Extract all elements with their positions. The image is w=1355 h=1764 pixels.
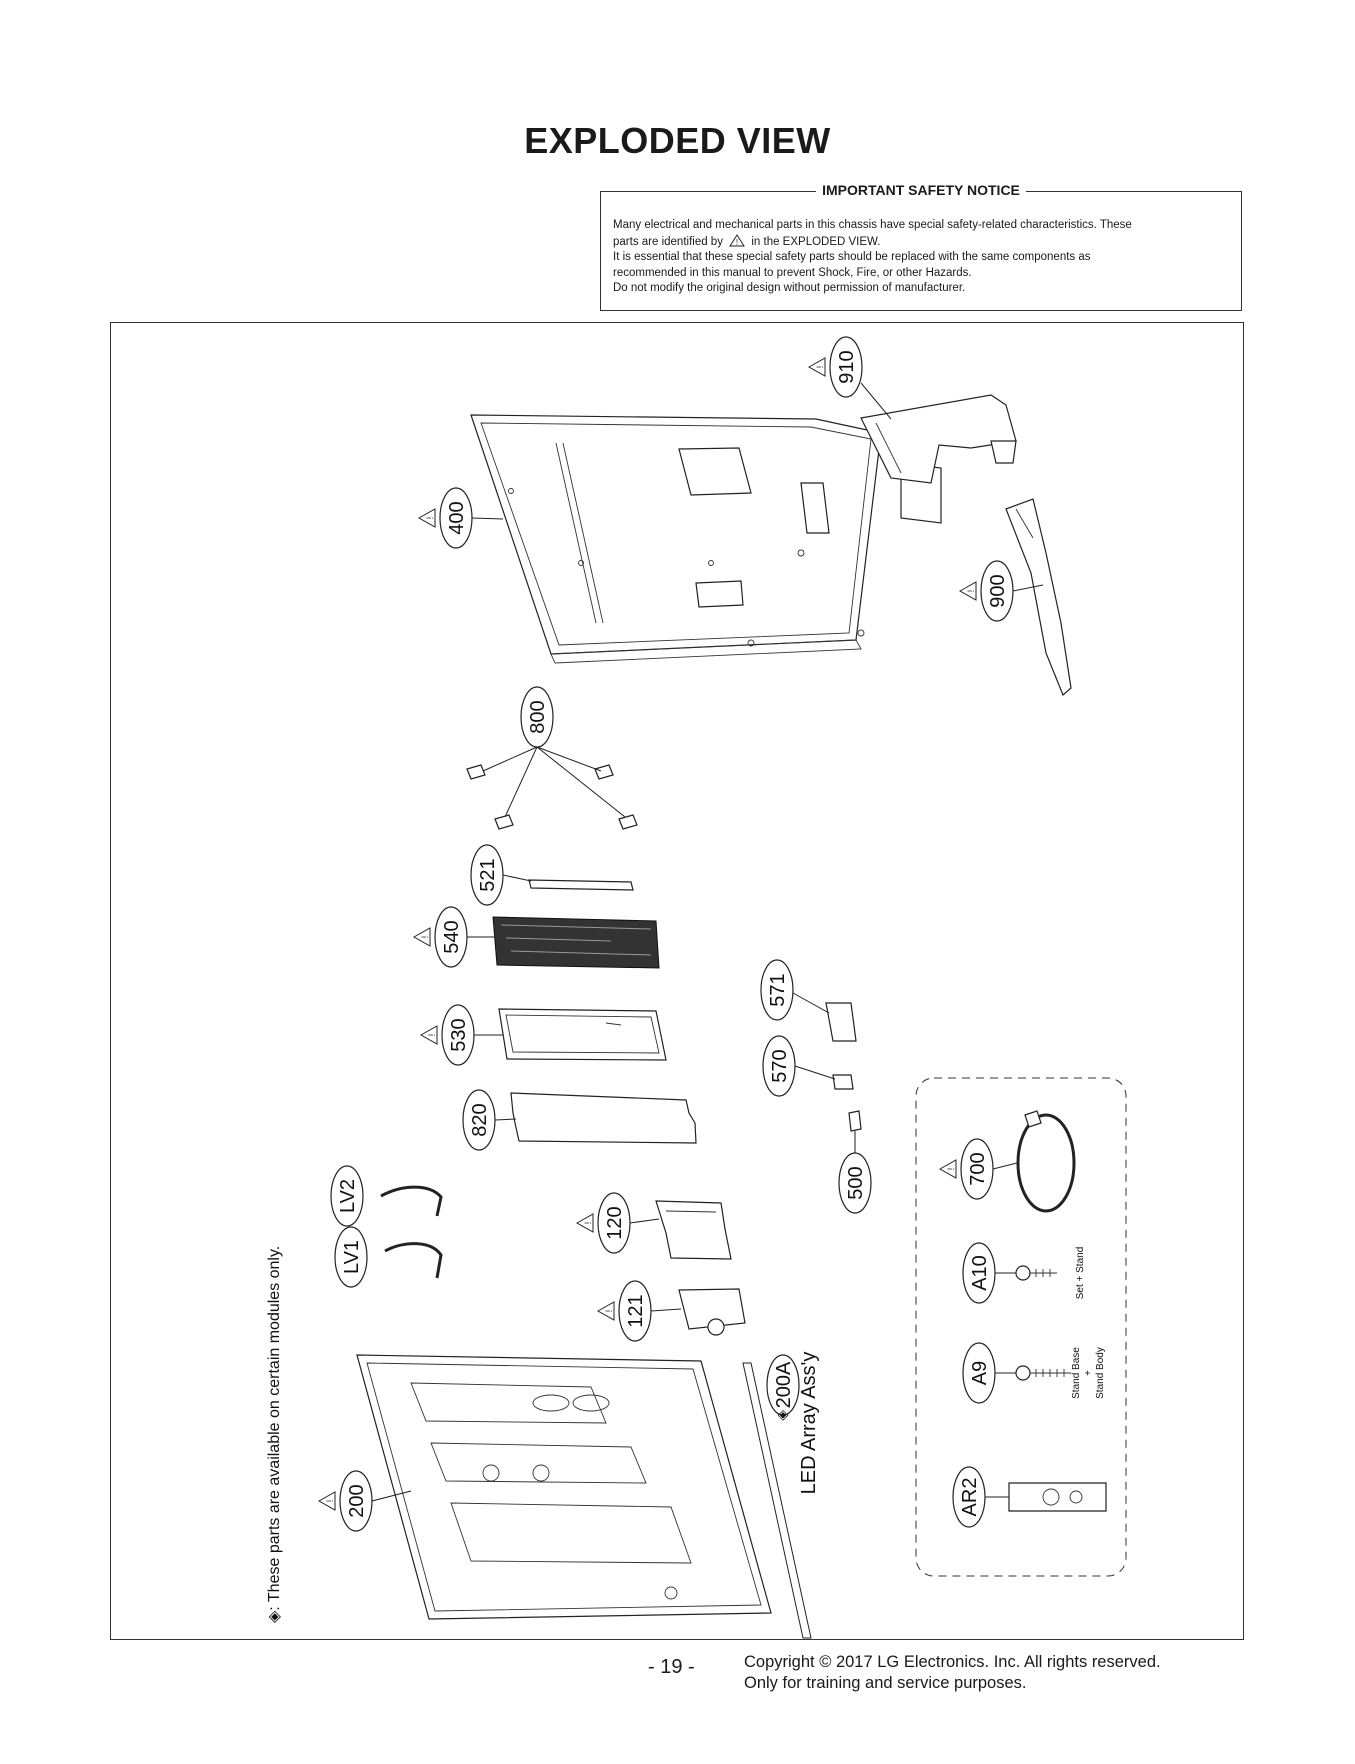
notice-line: Many electrical and mechanical parts in …: [613, 219, 1132, 231]
label-700: 700: [967, 1152, 989, 1185]
copyright-block: Copyright © 2017 LG Electronics. Inc. Al…: [744, 1652, 1161, 1694]
label-571: 571: [767, 973, 789, 1006]
label-lv2: LV2: [337, 1179, 359, 1213]
label-400: 400: [446, 501, 468, 534]
label-200: 200: [346, 1484, 368, 1517]
label-a9: A9: [969, 1361, 991, 1385]
led-array-label: LED Array Ass'y: [798, 1352, 820, 1495]
stand-body-drawing: [1005, 498, 1072, 697]
warning-triangle-icon: [959, 581, 977, 601]
label-910: 910: [836, 350, 858, 383]
label-540: 540: [441, 920, 463, 953]
exploded-view-diagram: ! ◈: These parts are available on certai…: [110, 322, 1244, 1640]
cable-lv1-drawing: [384, 1242, 443, 1279]
notice-line: It is essential that these special safet…: [613, 251, 1091, 263]
main-board-drawing: [492, 916, 660, 969]
speaker-120-drawing: [655, 1200, 732, 1260]
label-570: 570: [769, 1049, 791, 1082]
stand-neck-drawing: [860, 394, 1017, 484]
warning-triangle-icon: [420, 1025, 438, 1045]
label-800: 800: [527, 700, 549, 733]
page-title: EXPLODED VIEW: [524, 120, 831, 161]
module-only-icon: ◈: [778, 1406, 789, 1422]
side-note: ◈: These parts are available on certain …: [266, 1246, 283, 1623]
callout-lv1: [334, 1226, 368, 1288]
brackets-drawing: [466, 764, 638, 830]
label-200a: 200A: [773, 1361, 795, 1408]
safety-notice-body: Many electrical and mechanical parts in …: [613, 218, 1229, 297]
back-cover-drawing: [470, 414, 942, 664]
label-a10: A10: [969, 1255, 991, 1291]
screw-a10-drawing: [1015, 1265, 1057, 1281]
usage-note-line: Only for training and service purposes.: [744, 1674, 1027, 1692]
screw-a9-drawing: [1015, 1365, 1071, 1381]
label-500: 500: [845, 1166, 867, 1199]
warning-triangle-icon: !: [729, 233, 746, 247]
led-bar-drawing: [742, 1362, 812, 1639]
copyright-line: Copyright © 2017 LG Electronics. Inc. Al…: [744, 1653, 1161, 1671]
callout-910: [829, 336, 863, 398]
power-board-drawing: [498, 1008, 667, 1061]
warning-triangle-icon: [939, 1159, 957, 1179]
label-521: 521: [477, 858, 499, 891]
callout-lv2: [330, 1165, 364, 1227]
notice-line: parts are identified by ! in the EXPLODE…: [613, 233, 881, 248]
label-530: 530: [448, 1018, 470, 1051]
speaker-121-drawing: [678, 1288, 746, 1336]
power-cord-drawing: [1016, 1110, 1076, 1213]
screw-note-a10: Set + Stand: [1075, 1247, 1086, 1300]
accessories-box: [915, 1077, 1127, 1577]
warning-triangle-icon: [808, 357, 826, 377]
callout-571: [760, 959, 794, 1021]
label-lv1: LV1: [341, 1240, 363, 1274]
warning-triangle-icon: [318, 1491, 336, 1511]
callout-200a: [766, 1354, 800, 1416]
notice-line: Do not modify the original design withou…: [613, 282, 966, 294]
warning-triangle-icon: [576, 1213, 594, 1233]
safety-notice-title: IMPORTANT SAFETY NOTICE: [601, 182, 1241, 200]
svg-text:!: !: [736, 238, 738, 247]
shield-sheet-drawing: [510, 1092, 697, 1144]
label-ar2: AR2: [959, 1478, 981, 1517]
label-120: 120: [604, 1206, 626, 1239]
warning-triangle-icon: [413, 927, 431, 947]
notice-line: recommended in this manual to prevent Sh…: [613, 266, 972, 279]
safety-notice-box: IMPORTANT SAFETY NOTICE Many electrical …: [600, 182, 1242, 311]
small-modules-drawing: [825, 1002, 862, 1132]
label-121: 121: [625, 1294, 647, 1327]
label-900: 900: [987, 574, 1009, 607]
warning-triangle-icon: [597, 1301, 615, 1321]
screw-note-a9-line2: +: [1083, 1370, 1094, 1376]
page-number: - 19 -: [648, 1656, 695, 1678]
warning-triangle-icon: [418, 508, 436, 528]
bracket-521-drawing: [528, 879, 634, 891]
screw-note-a9-line3: Stand Body: [1095, 1347, 1106, 1399]
display-module-drawing: [356, 1354, 772, 1620]
screw-note-a9-line1: Stand Base: [1071, 1347, 1082, 1399]
label-820: 820: [469, 1103, 491, 1136]
cable-lv2-drawing: [380, 1185, 443, 1217]
remote-control-drawing: [1008, 1482, 1107, 1512]
